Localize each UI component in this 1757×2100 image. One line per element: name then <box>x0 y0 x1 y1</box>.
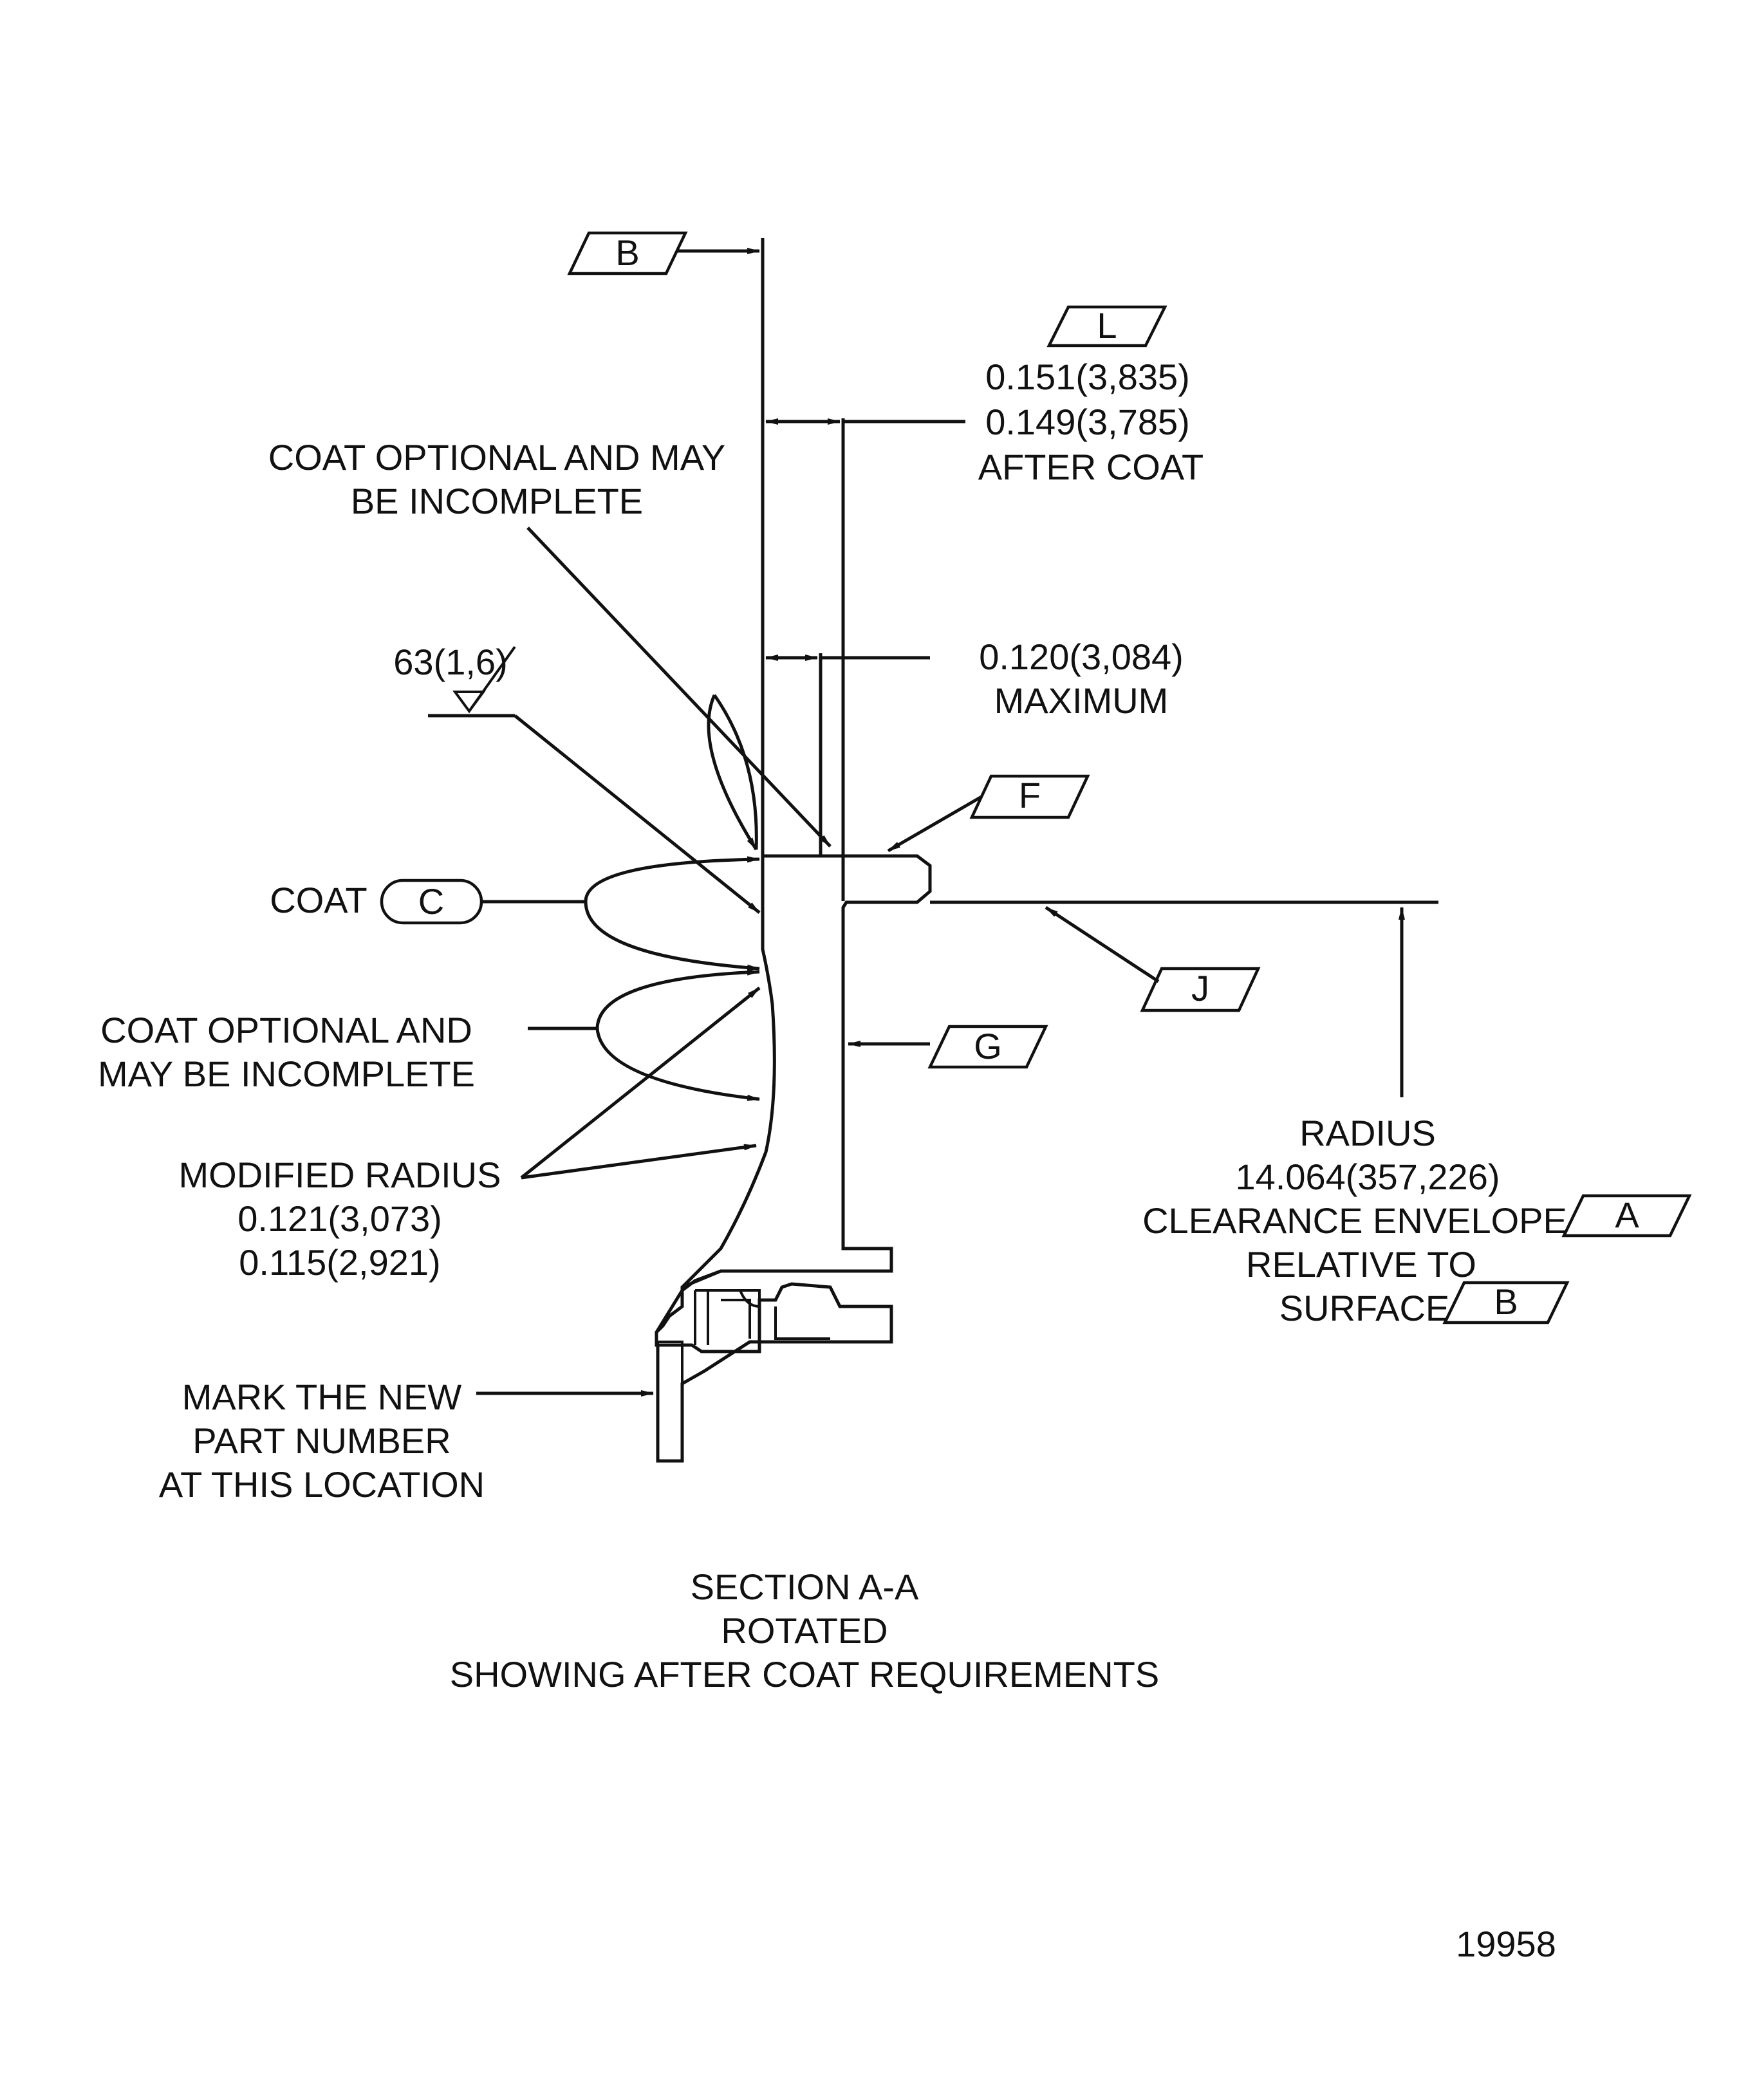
dim-max-line1: 0.120(3,084) <box>979 637 1184 677</box>
datum-g-label: G <box>974 1026 1002 1066</box>
mark-line3: AT THIS LOCATION <box>159 1464 485 1505</box>
modified-radius-line1: MODIFIED RADIUS <box>179 1155 501 1195</box>
part-outline <box>655 854 932 1463</box>
section-line3: SHOWING AFTER COAT REQUIREMENTS <box>450 1654 1159 1695</box>
surface-finish: 63(1,6) <box>393 642 761 914</box>
section-line2: ROTATED <box>721 1610 888 1651</box>
modified-radius-line3: 0.115(2,921) <box>239 1242 440 1283</box>
mark-line1: MARK THE NEW <box>182 1377 462 1417</box>
radius-line3: CLEARANCE ENVELOPE <box>1142 1200 1567 1241</box>
mark-part-number: MARK THE NEW PART NUMBER AT THIS LOCATIO… <box>159 1377 654 1505</box>
dim-after-coat-line3: AFTER COAT <box>978 447 1204 487</box>
radius-line5: SURFACE <box>1279 1288 1450 1328</box>
modified-radius: MODIFIED RADIUS 0.121(3,073) 0.115(2,921… <box>179 987 761 1283</box>
coat-optional-mid: COAT OPTIONAL AND MAY BE INCOMPLETE <box>98 969 760 1101</box>
surface-finish-label: 63(1,6) <box>393 642 507 682</box>
radius-line1: RADIUS <box>1299 1113 1436 1153</box>
section-line1: SECTION A-A <box>691 1566 919 1607</box>
datum-b-bottom-label: B <box>1494 1281 1518 1322</box>
datum-a-label: A <box>1615 1194 1639 1235</box>
coat-callout-label: C <box>418 881 444 922</box>
dim-after-coat-line1: 0.151(3,835) <box>985 357 1190 397</box>
base-detail <box>694 1289 830 1345</box>
figure-number: 19958 <box>1456 1924 1556 1964</box>
section-caption: SECTION A-A ROTATED SHOWING AFTER COAT R… <box>450 1566 1159 1695</box>
coat-callout: COAT C <box>270 856 760 971</box>
radius-line4: RELATIVE TO <box>1246 1244 1476 1285</box>
dim-max-line2: MAXIMUM <box>994 680 1169 721</box>
base-foot <box>656 1341 683 1462</box>
coat-optional-top-line1: COAT OPTIONAL AND MAY <box>268 437 726 478</box>
mark-line2: PART NUMBER <box>192 1420 451 1461</box>
radius-line2: 14.064(357,226) <box>1235 1157 1500 1197</box>
datum-b-top: B <box>567 231 760 275</box>
datum-b-top-label: B <box>615 232 639 273</box>
datum-j-label: J <box>1191 968 1209 1008</box>
datum-f-label: F <box>1019 775 1041 815</box>
datum-g: G <box>848 1025 1048 1069</box>
coat-label: COAT <box>270 880 367 920</box>
datum-j: J <box>1045 906 1261 1012</box>
coat-optional-mid-line1: COAT OPTIONAL AND <box>100 1010 472 1050</box>
dim-after-coat-line2: 0.149(3,785) <box>985 402 1190 442</box>
modified-radius-line2: 0.121(3,073) <box>237 1198 442 1239</box>
dimension-maximum: 0.120(3,084) MAXIMUM <box>765 637 1184 856</box>
datum-f: F <box>887 774 1090 853</box>
part-profile <box>655 854 932 1463</box>
radius-clearance-envelope: RADIUS 14.064(357,226) CLEARANCE ENVELOP… <box>1142 907 1692 1328</box>
coat-optional-mid-line2: MAY BE INCOMPLETE <box>98 1054 475 1094</box>
coat-optional-top-line2: BE INCOMPLETE <box>351 481 643 521</box>
datum-l-label: L <box>1097 305 1117 346</box>
dimension-after-coat: L 0.151(3,835) 0.149(3,785) AFTER COAT <box>765 305 1204 901</box>
coat-optional-top: COAT OPTIONAL AND MAY BE INCOMPLETE <box>268 437 832 851</box>
